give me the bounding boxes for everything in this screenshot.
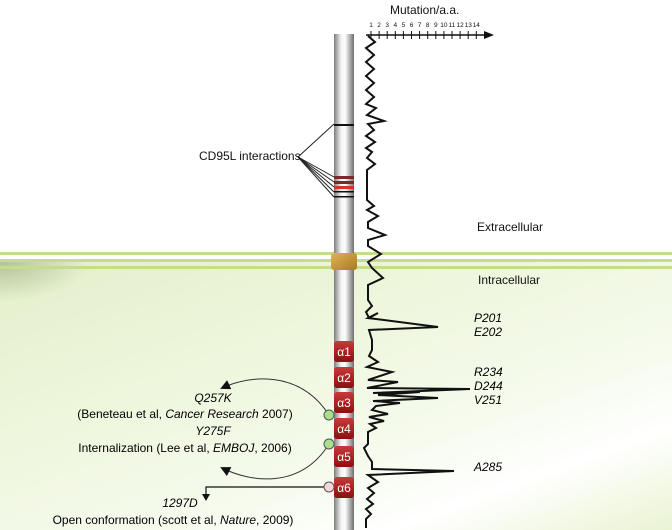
interaction-line xyxy=(297,156,335,188)
interaction-band xyxy=(334,181,354,184)
interaction-line xyxy=(297,156,335,193)
axis-tick-label: 14 xyxy=(473,22,481,29)
q257k-arrow xyxy=(220,378,330,416)
axis-tick-label: 4 xyxy=(393,22,397,29)
helix-label: α3 xyxy=(337,396,351,410)
helix-box xyxy=(334,446,354,467)
helix-1: α1 xyxy=(334,341,354,362)
axis-tick-label: 5 xyxy=(402,22,406,29)
interaction-line xyxy=(297,156,335,183)
helix-label: α2 xyxy=(337,371,351,385)
mutation-profile-line xyxy=(362,35,471,528)
y275f-citation: Internalization (Lee et al, EMBOJ, 2006) xyxy=(78,441,291,455)
peak-label-a285: A285 xyxy=(473,460,502,474)
helix-box xyxy=(334,392,354,413)
interaction-band xyxy=(334,196,354,198)
interaction-band xyxy=(334,124,354,126)
axis-tick-label: 10 xyxy=(440,22,448,29)
1297d-label: 1297D xyxy=(162,496,198,510)
helix-2: α2 xyxy=(334,367,354,388)
helix-label: α6 xyxy=(337,481,351,495)
peak-label-d244: D244 xyxy=(474,379,503,393)
axis-tick-label: 7 xyxy=(418,22,422,29)
helix-label: α5 xyxy=(337,450,351,464)
interaction-line xyxy=(297,156,335,178)
transmembrane-domain xyxy=(331,253,357,270)
cd95l-interaction-lines xyxy=(297,123,335,198)
helix-4: α4 xyxy=(334,418,354,439)
helix-box xyxy=(334,477,354,498)
1297d-arrow-icon xyxy=(202,494,210,501)
axis-tick-label: 9 xyxy=(434,22,438,29)
intracellular-label: Intracellular xyxy=(478,273,540,287)
y275f-marker xyxy=(323,438,335,450)
q257k-label: Q257K xyxy=(194,391,232,405)
axis-tick-label: 13 xyxy=(465,22,473,29)
helix-5: α5 xyxy=(334,446,354,467)
axis-title: Mutation/a.a. xyxy=(390,3,459,17)
helix-label: α1 xyxy=(337,345,351,359)
axis-tick-label: 6 xyxy=(410,22,414,29)
interaction-line xyxy=(297,156,335,198)
helix-3: α3 xyxy=(334,392,354,413)
axis-tick-label: 1 xyxy=(369,22,373,29)
y275f-arrow xyxy=(220,443,330,480)
axis-arrow-icon xyxy=(484,31,494,39)
interaction-bands xyxy=(334,124,354,198)
helix-box xyxy=(334,418,354,439)
interaction-line xyxy=(297,123,335,158)
interaction-band xyxy=(334,176,354,179)
helix-6: α6 xyxy=(334,477,354,498)
peak-label-e202: E202 xyxy=(474,325,502,339)
q257k-citation: (Beneteau et al, Cancer Research 2007) xyxy=(77,407,292,421)
y275f-label: Y275F xyxy=(195,424,231,438)
1297d-citation: Open conformation (scott et al, Nature, … xyxy=(53,513,294,527)
peak-label-p201: P201 xyxy=(474,311,502,325)
axis-tick-label: 2 xyxy=(377,22,381,29)
1297d-connector xyxy=(205,486,329,495)
axis-tick-label: 11 xyxy=(449,22,456,29)
q257k-marker xyxy=(323,409,335,421)
1297d-marker xyxy=(323,481,335,493)
axis-tick-label: 8 xyxy=(426,22,430,29)
interaction-band xyxy=(334,191,354,193)
interaction-band xyxy=(334,186,354,189)
helix-box xyxy=(334,341,354,362)
helix-box xyxy=(334,367,354,388)
axis-tick-label: 12 xyxy=(456,22,464,29)
peak-label-r234: R234 xyxy=(474,365,503,379)
death-domain-helices: α1 α2 α3 α4 α5 α6 xyxy=(334,341,354,498)
helix-label: α4 xyxy=(337,422,351,436)
extracellular-label: Extracellular xyxy=(477,220,543,234)
cd95l-interactions-label: CD95L interactions xyxy=(199,149,301,163)
peak-label-v251: V251 xyxy=(474,393,502,407)
axis-tick-label: 3 xyxy=(385,22,389,29)
